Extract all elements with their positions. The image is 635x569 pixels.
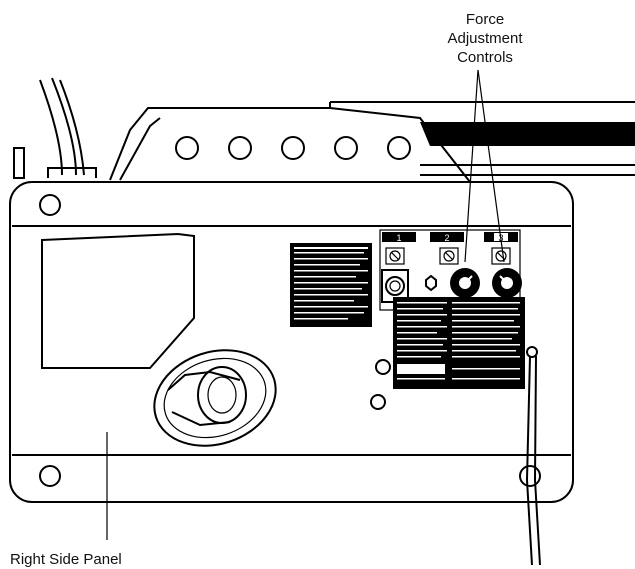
top-housing	[109, 107, 471, 183]
switch-number-2: 2	[444, 233, 449, 243]
label-line-adjustment: Adjustment	[447, 30, 523, 47]
drive-sprocket	[153, 349, 277, 447]
switch-number-1: 1	[396, 233, 401, 243]
label-line-controls: Controls	[457, 49, 513, 66]
light-lens	[41, 232, 195, 369]
label-line-force: Force	[465, 11, 505, 28]
power-cables	[13, 77, 97, 179]
antenna-wire	[525, 346, 541, 565]
main-housing	[9, 181, 574, 503]
instruction-label	[393, 297, 525, 389]
right-side-panel-label: Right Side Panel	[10, 551, 122, 568]
warning-label	[290, 243, 372, 327]
force-adjustment-controls-label: Force Adjustment Controls	[420, 10, 550, 67]
callout-leaders	[106, 69, 505, 540]
